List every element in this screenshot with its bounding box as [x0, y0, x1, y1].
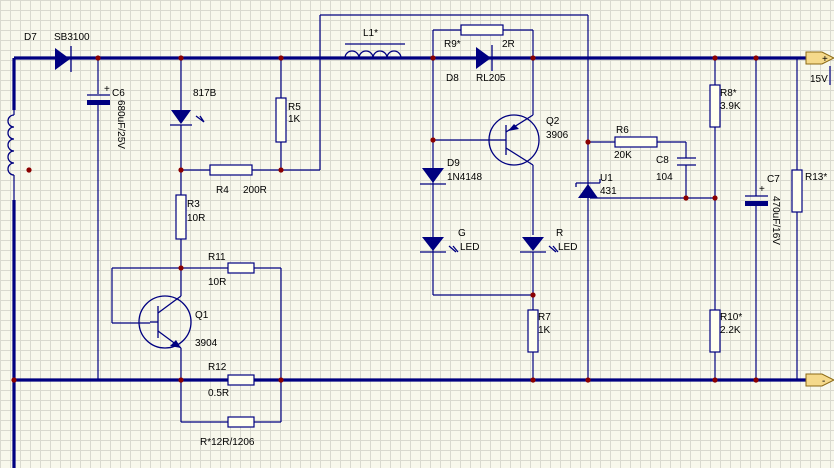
transistor-q2 [433, 114, 540, 166]
q2-ref: Q2 [546, 116, 560, 127]
opto-light-arrows [195, 115, 205, 123]
r12-value: 0.5R [208, 388, 229, 399]
c8-value: 104 [656, 172, 673, 183]
inductor-l1 [344, 50, 402, 59]
r3-ref: R3 [187, 199, 200, 210]
r4-ref: R4 [216, 185, 229, 196]
resistor-r11 [227, 262, 255, 274]
r6-ref: R6 [616, 125, 629, 136]
d8-ref: D8 [446, 73, 459, 84]
c6-plus: + [104, 84, 110, 95]
r11-ref: R11 [208, 252, 226, 263]
led-r-value: LED [558, 242, 577, 253]
resistor-r13 [791, 169, 803, 213]
resistor-r8 [709, 84, 721, 128]
r3-value: 10R [187, 213, 205, 224]
transformer-winding [7, 110, 15, 200]
d9-value: 1N4148 [447, 172, 482, 183]
resistor-r5 [275, 97, 287, 143]
led-g-ref: G [458, 228, 466, 239]
port-positive-label: 15V [810, 74, 828, 85]
d8-value: RL205 [476, 73, 506, 84]
r7-ref: R7 [538, 312, 551, 323]
winding-phase-dot [26, 167, 32, 173]
d7-value: SB3100 [54, 32, 90, 43]
resistor-r12 [227, 374, 255, 386]
c8-ref: C8 [656, 155, 669, 166]
resistor-r6 [614, 136, 658, 148]
opto-value: 817B [193, 88, 217, 99]
resistor-r7 [527, 309, 539, 353]
r5-ref: R5 [288, 102, 301, 113]
r13-ref: R13* [805, 172, 827, 183]
r11-value: 10R [208, 277, 226, 288]
junctions [11, 55, 759, 383]
c6-ref: C6 [112, 88, 125, 99]
r7-value: 1K [538, 325, 551, 336]
q2-value: 3906 [546, 130, 569, 141]
u1-ref: U1 [600, 173, 613, 184]
diode-d9 [420, 168, 446, 185]
r8-value: 3.9K [720, 101, 741, 112]
q1-ref: Q1 [195, 310, 209, 321]
led-red [520, 237, 559, 253]
rx-value: R*12R/1206 [200, 437, 255, 448]
c7-value: 470uF/16V [770, 196, 781, 245]
d7-ref: D7 [24, 32, 37, 43]
diode-d7 [55, 46, 72, 72]
regulator-u1 [575, 179, 601, 198]
r10-ref: R10* [720, 312, 742, 323]
port-positive-sign: + [822, 54, 828, 65]
diode-d8 [476, 45, 493, 71]
r6-value: 20K [614, 150, 632, 161]
r5-value: 1K [288, 114, 301, 125]
led-g-value: LED [460, 242, 479, 253]
r9-value: 2R [502, 39, 515, 50]
c7-ref: C7 [767, 174, 780, 185]
c6-plate-bottom [87, 100, 110, 105]
r12-ref: R12 [208, 362, 227, 373]
port-negative[interactable]: - [805, 373, 834, 387]
led-green [420, 237, 459, 253]
d9-ref: D9 [447, 158, 460, 169]
resistor-r4 [209, 164, 253, 176]
resistor-rx [227, 416, 255, 428]
transistor-q1 [138, 295, 192, 349]
opto-led-triangle [171, 110, 191, 124]
resistor-r3 [175, 194, 187, 240]
u1-value: 431 [600, 186, 617, 197]
resistor-r9 [460, 24, 504, 36]
r9-ref: R9* [444, 39, 461, 50]
resistor-r10 [709, 309, 721, 353]
q1-value: 3904 [195, 338, 218, 349]
r4-value: 200R [243, 185, 267, 196]
port-positive[interactable]: + [805, 51, 834, 65]
r10-value: 2.2K [720, 325, 741, 336]
l1-ref: L1* [363, 28, 378, 39]
port-negative-sign: - [822, 376, 825, 387]
c7-plate-bottom [745, 201, 768, 206]
r8-ref: R8* [720, 88, 737, 99]
led-r-ref: R [556, 228, 563, 239]
c7-plus: + [759, 184, 765, 195]
c6-value: 680uF/25V [115, 100, 126, 149]
